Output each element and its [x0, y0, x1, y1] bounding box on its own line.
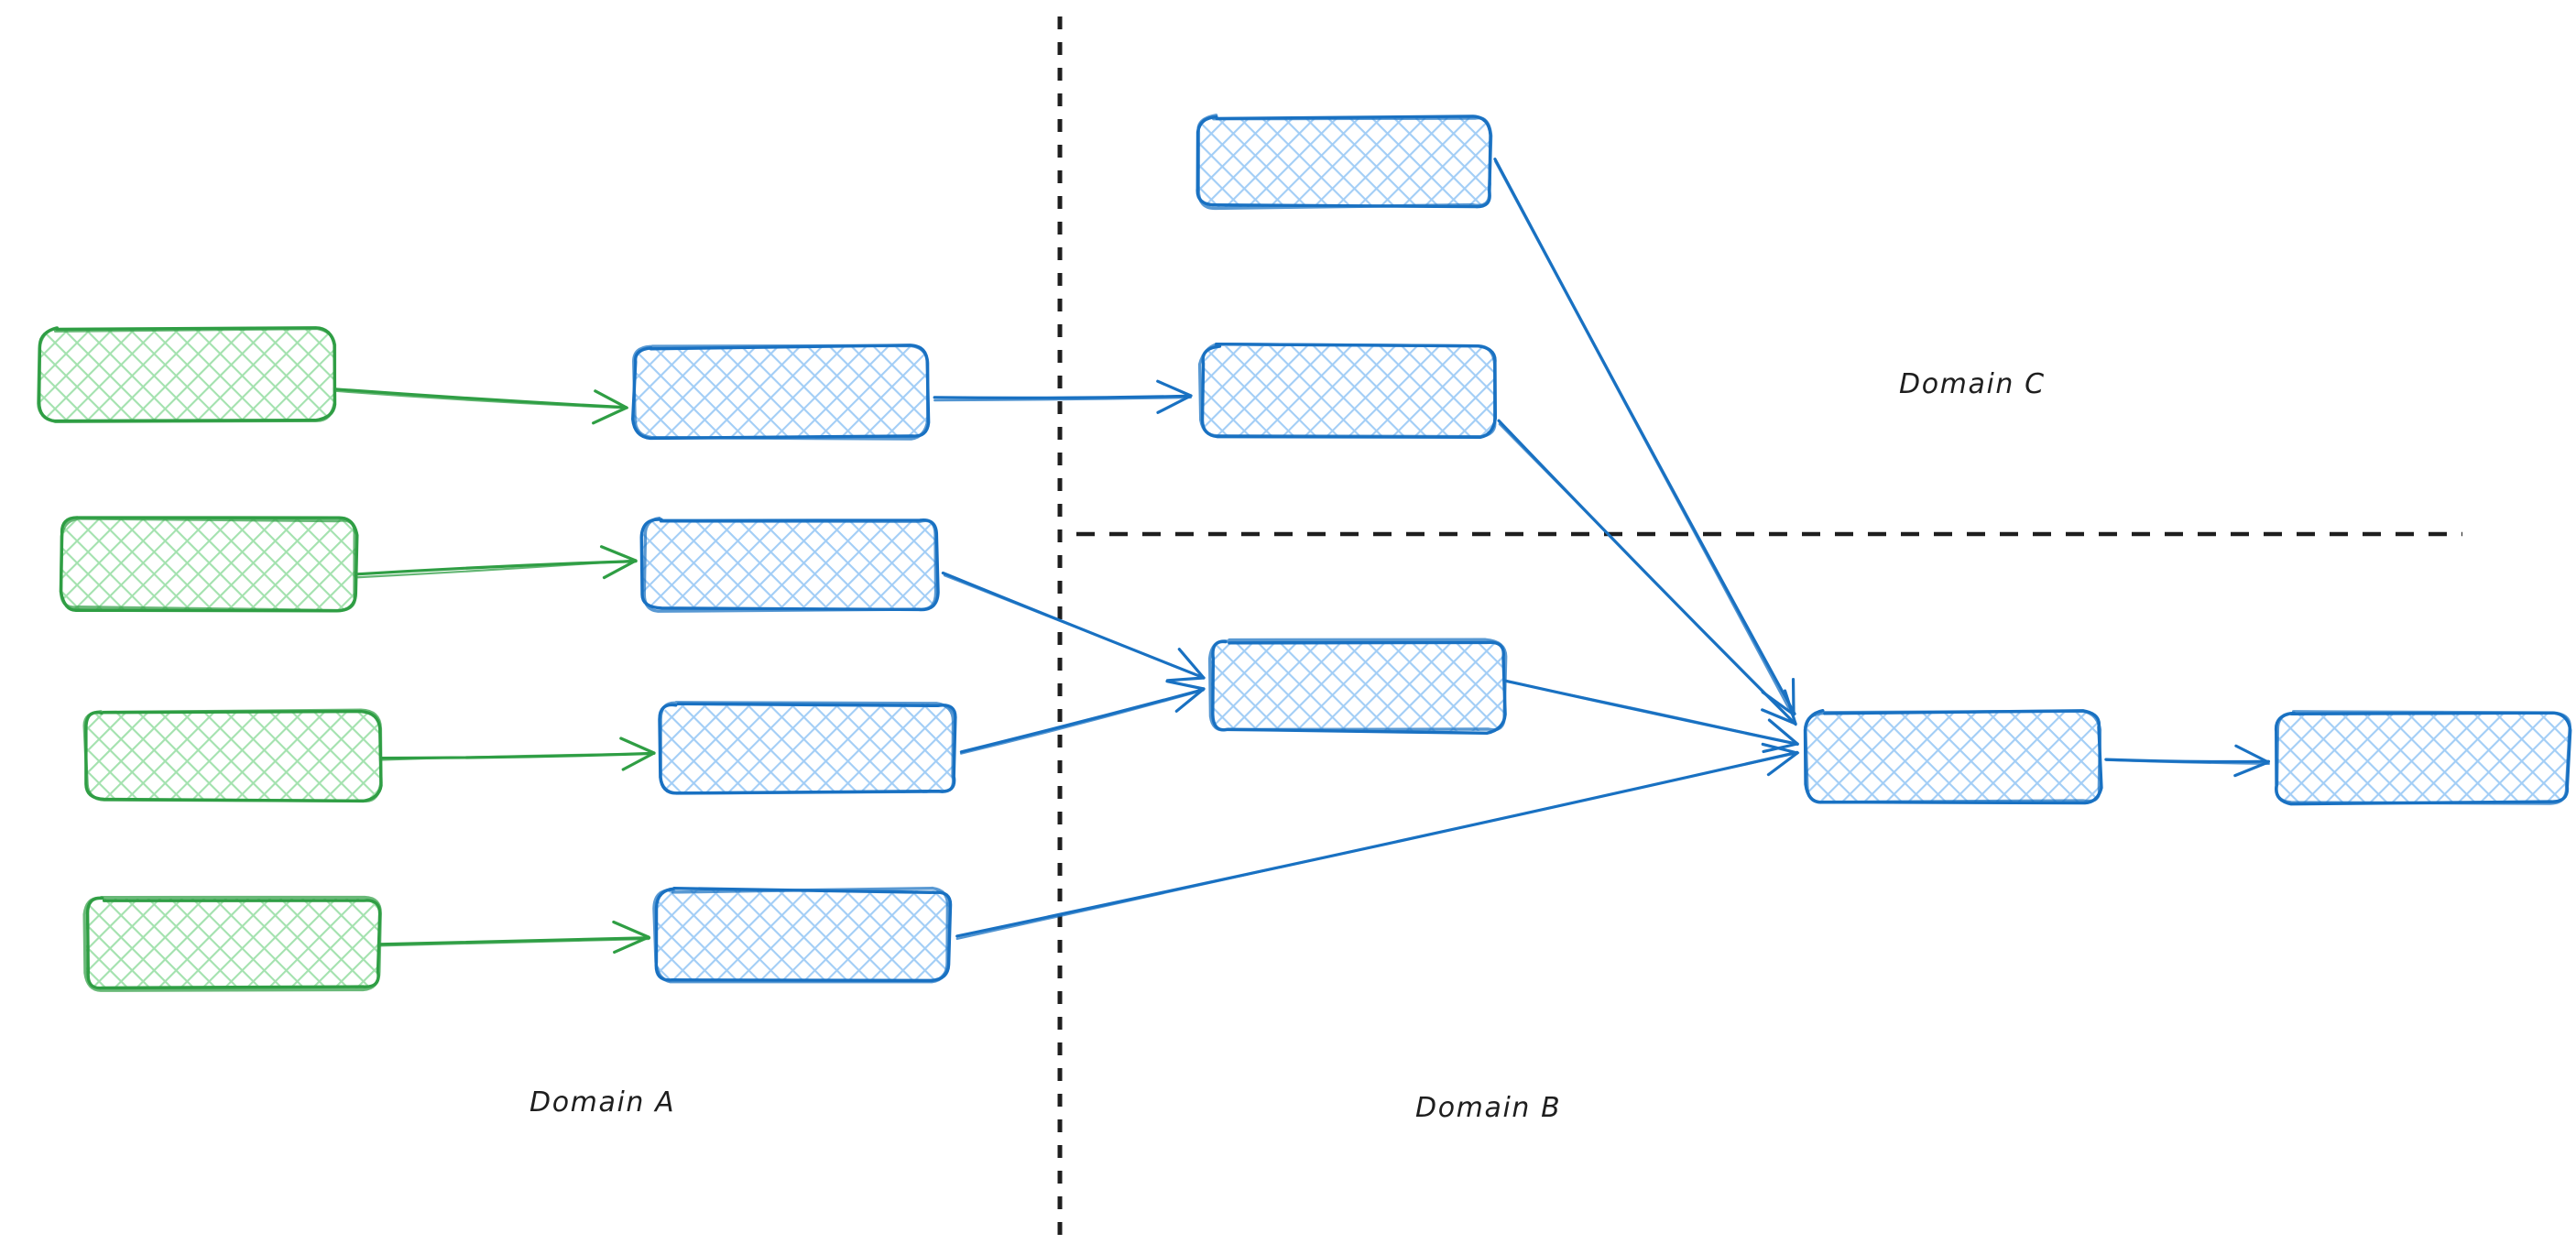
node-fill — [1806, 713, 2100, 802]
edge-shaft — [943, 574, 1206, 679]
domain-b-label: Domain B — [1415, 1092, 1561, 1124]
edge-shaft — [331, 387, 628, 409]
edge-arrowhead — [594, 389, 628, 409]
edge-shaft — [377, 937, 650, 947]
node-a2[interactable] — [59, 516, 359, 613]
node-outline — [37, 326, 337, 424]
edge-a2-to-b2 — [353, 545, 638, 580]
edge-b2-to-c3 — [941, 571, 1206, 682]
node-outline — [652, 886, 950, 984]
edge-arrowhead — [1762, 742, 1799, 754]
node-a4[interactable] — [82, 895, 382, 992]
edge-b1-to-c2 — [933, 379, 1193, 414]
node-fill — [643, 519, 936, 609]
edge-arrowhead — [592, 406, 628, 425]
node-outline — [632, 344, 930, 441]
node-outline — [1804, 709, 2102, 804]
edge-arrowhead — [2234, 744, 2270, 764]
edge-shaft — [959, 688, 1205, 754]
edge-arrowhead — [1761, 708, 1797, 726]
node-b4[interactable] — [652, 886, 953, 984]
node-fill — [86, 711, 379, 801]
edge-arrowhead — [1156, 379, 1193, 398]
edge-arrowhead — [1766, 751, 1799, 777]
node-fill — [1211, 641, 1504, 731]
edge-d1-to-d2 — [2104, 744, 2271, 778]
edge-arrowhead — [619, 737, 656, 755]
edge-shaft — [376, 936, 651, 946]
edge-arrowhead — [1156, 394, 1193, 414]
domain-a-label: Domain A — [529, 1086, 675, 1119]
node-fill — [634, 347, 927, 437]
edge-a1-to-b1 — [331, 387, 629, 425]
node-outline — [82, 708, 383, 802]
node-fill — [62, 519, 355, 609]
edge-arrowhead — [1177, 648, 1206, 680]
nodes-layer — [37, 114, 2572, 992]
edge-shaft — [354, 559, 636, 579]
node-a3[interactable] — [82, 708, 383, 803]
edge-arrowhead — [1165, 676, 1206, 682]
node-fill — [40, 330, 333, 420]
edge-arrowhead — [602, 559, 638, 580]
edge-arrowhead — [1165, 680, 1206, 691]
domain-dividers — [1057, 16, 2462, 1239]
node-d2[interactable] — [2274, 710, 2572, 806]
node-b2[interactable] — [639, 517, 940, 613]
node-outline — [1207, 638, 1508, 732]
edge-shaft — [955, 751, 1800, 940]
node-outline — [60, 517, 357, 613]
node-outline — [82, 895, 382, 992]
node-d1[interactable] — [1803, 708, 2103, 805]
edge-a4-to-b4 — [376, 920, 651, 955]
edge-arrowhead — [621, 751, 656, 771]
edge-shaft — [333, 389, 629, 409]
edge-c2-to-d1 — [1497, 419, 1797, 726]
node-b3[interactable] — [658, 701, 957, 795]
edge-c1-to-d1 — [1493, 158, 1796, 717]
node-outline — [1196, 114, 1493, 211]
node-fill — [1202, 346, 1495, 436]
node-c1[interactable] — [1195, 114, 1493, 211]
edge-shaft — [2104, 758, 2270, 765]
edge-arrowhead — [1767, 718, 1799, 746]
node-a1[interactable] — [37, 326, 337, 424]
node-b1[interactable] — [631, 344, 931, 441]
edge-shaft — [933, 394, 1192, 399]
node-outline — [1197, 342, 1497, 439]
edge-shaft — [377, 752, 656, 761]
node-outline — [642, 517, 938, 613]
edge-shaft — [933, 396, 1192, 402]
edge-shaft — [959, 689, 1205, 755]
node-c3[interactable] — [1207, 638, 1508, 735]
edge-arrowhead — [1174, 687, 1206, 713]
edge-a3-to-b3 — [377, 737, 656, 771]
domain-c-label: Domain C — [1899, 368, 2046, 400]
edge-shaft — [1498, 422, 1797, 726]
edges-layer — [331, 158, 2271, 955]
edge-arrowhead — [612, 920, 650, 939]
edge-shaft — [1493, 158, 1796, 715]
node-fill — [661, 704, 955, 793]
node-fill — [1198, 117, 1491, 207]
edge-arrowhead — [2233, 760, 2270, 778]
edge-shaft — [1504, 680, 1798, 746]
edge-arrowhead — [599, 545, 638, 562]
edge-b3-to-c3 — [959, 680, 1206, 755]
edge-c3-to-d1 — [1501, 679, 1799, 754]
node-fill — [656, 890, 949, 980]
node-c2[interactable] — [1197, 342, 1498, 440]
edge-b4-to-d1 — [955, 742, 1800, 940]
edge-shaft — [1494, 160, 1795, 717]
edge-arrowhead — [1783, 689, 1797, 726]
node-outline — [659, 701, 955, 795]
node-fill — [86, 899, 379, 988]
node-outline — [2275, 710, 2571, 805]
node-fill — [2276, 713, 2569, 802]
edge-arrowhead — [613, 935, 650, 955]
